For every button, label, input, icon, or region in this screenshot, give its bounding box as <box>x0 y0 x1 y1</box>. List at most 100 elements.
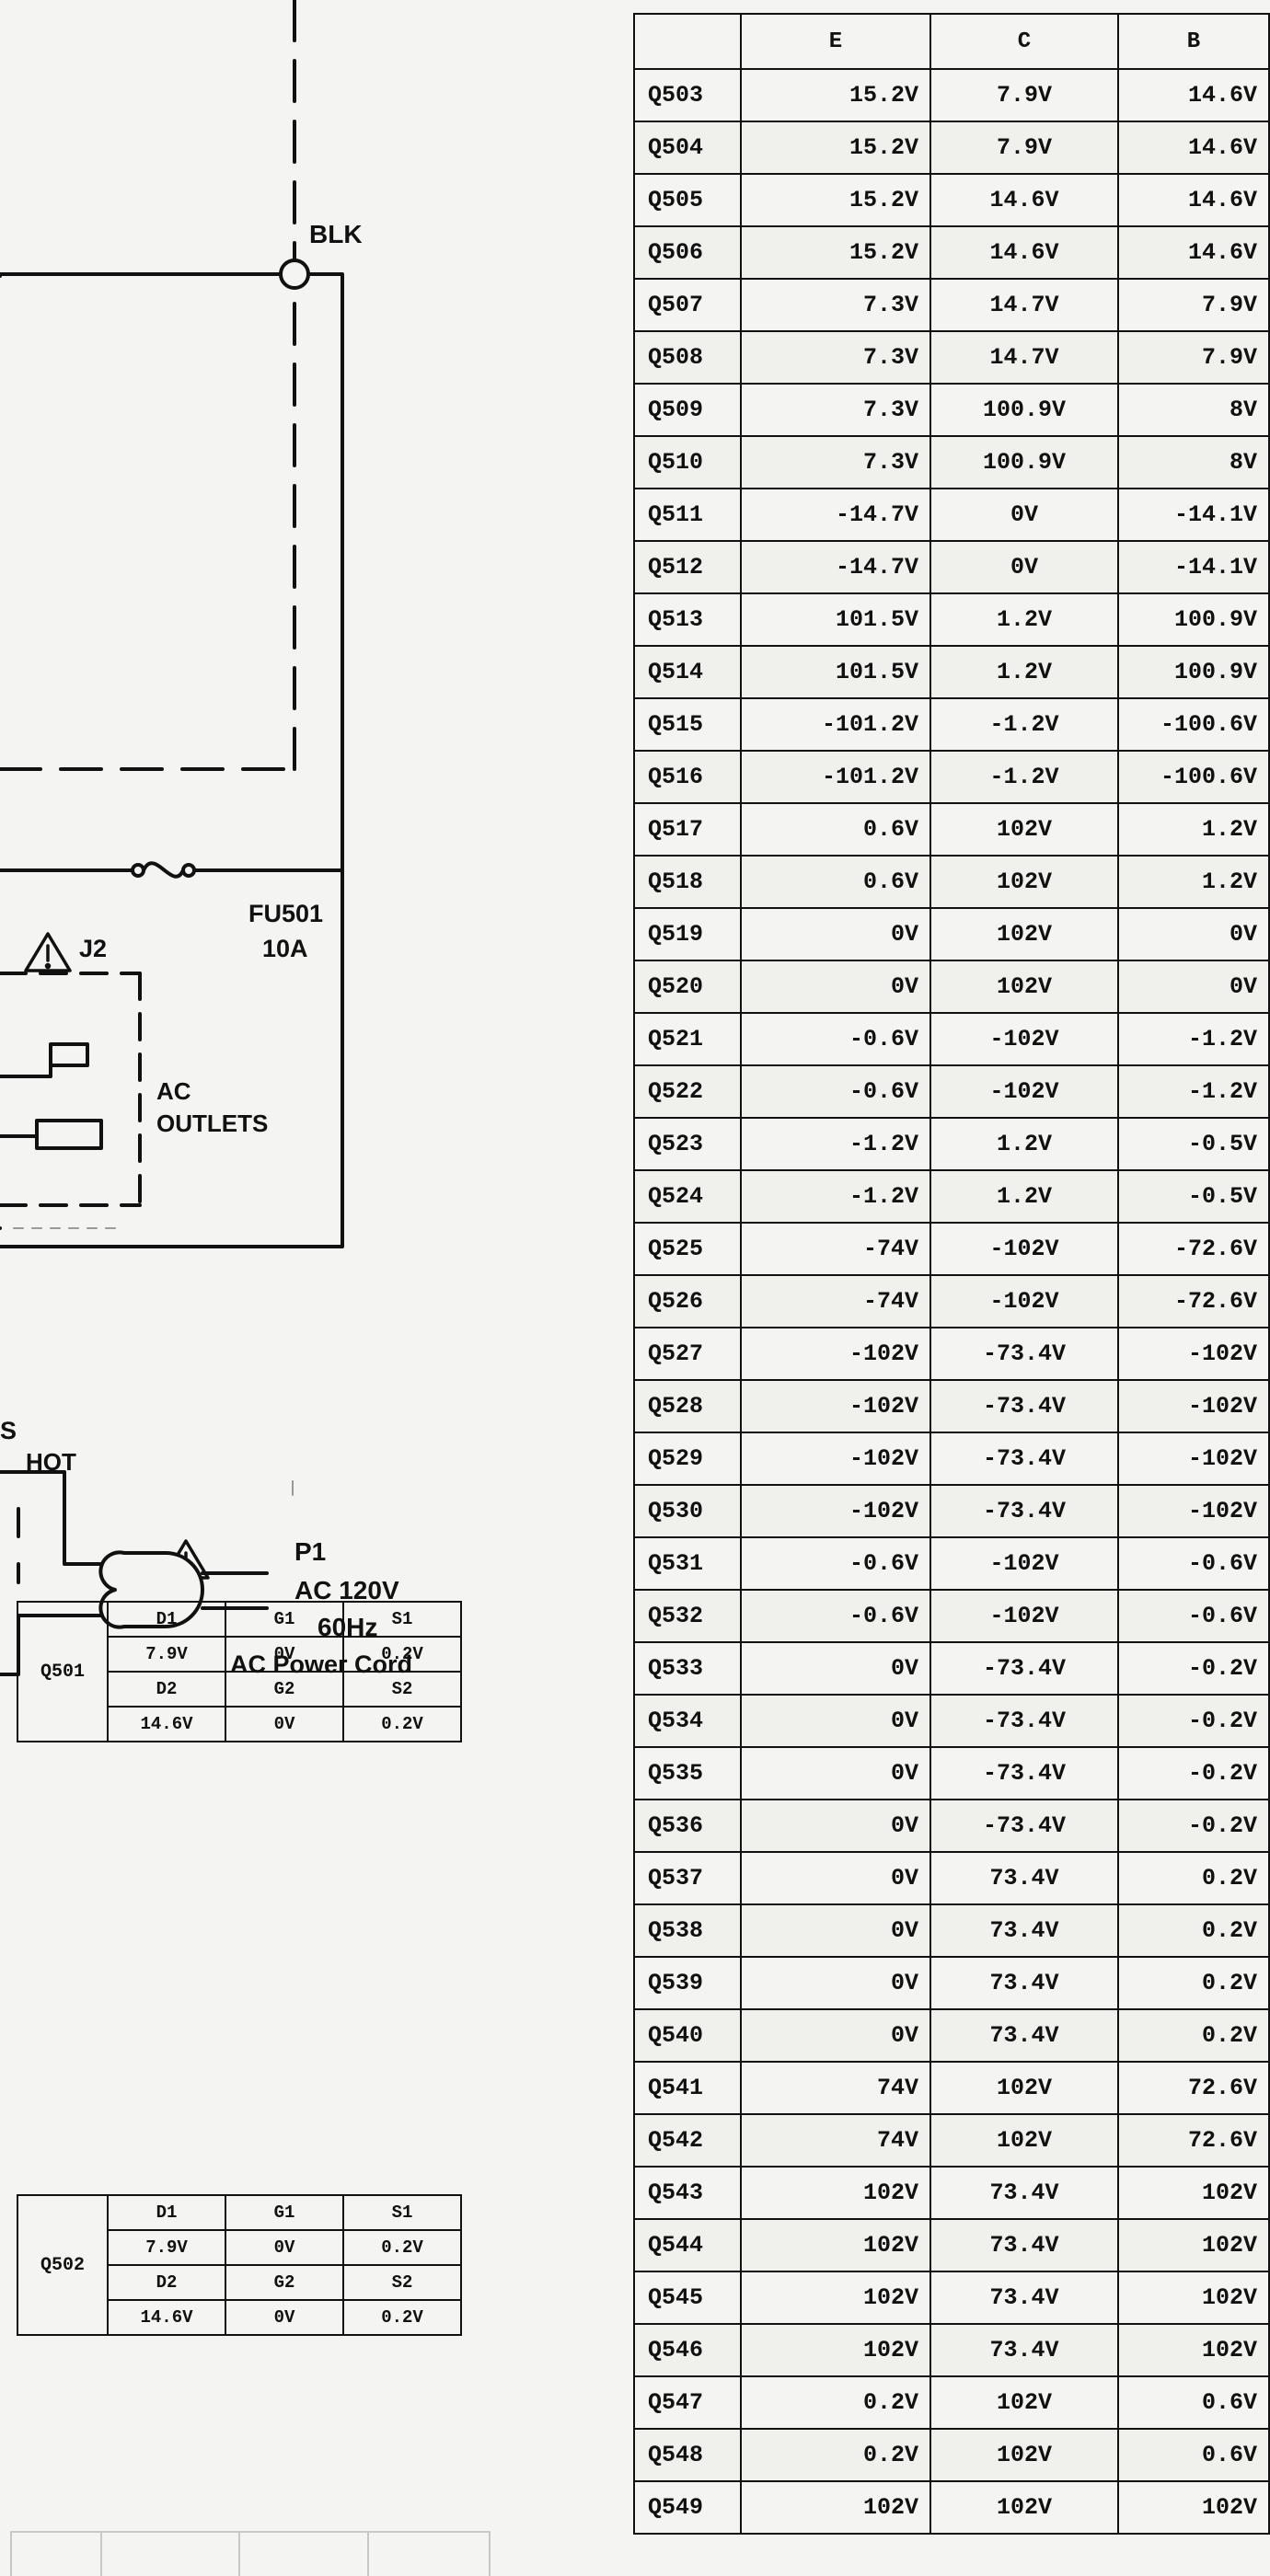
emitter-voltage: 101.5V <box>740 645 931 699</box>
table-cell: S2 <box>342 1671 462 1708</box>
base-voltage: 14.6V <box>1117 68 1270 122</box>
base-voltage: 0V <box>1117 960 1270 1014</box>
collector-voltage: 1.2V <box>929 1117 1119 1171</box>
emitter-voltage: -74V <box>740 1222 931 1276</box>
base-voltage: -0.2V <box>1117 1641 1270 1696</box>
table-cell: D2 <box>107 2264 226 2301</box>
base-voltage: -1.2V <box>1117 1012 1270 1066</box>
power-schematic: BLK FU501 10A J2 AC OUTLETS S HOT P1 AC … <box>0 0 491 2576</box>
base-voltage: 100.9V <box>1117 592 1270 647</box>
base-voltage: -0.5V <box>1117 1169 1270 1224</box>
emitter-voltage: -74V <box>740 1274 931 1328</box>
collector-voltage: 14.6V <box>929 173 1119 227</box>
base-voltage: -102V <box>1117 1432 1270 1486</box>
transistor-ref: Q503 <box>633 68 742 122</box>
transistor-ref: Q537 <box>633 1851 742 1905</box>
transistor-ref: Q528 <box>633 1379 742 1433</box>
table-cell: 0.2V <box>342 1706 462 1742</box>
base-voltage: 0.2V <box>1117 2008 1270 2063</box>
table-row: Q501 D1 G1 S1 <box>17 1601 462 1742</box>
collector-voltage: 73.4V <box>929 2218 1119 2272</box>
emitter-voltage: 0V <box>740 1851 931 1905</box>
faded-table-remnant <box>10 2531 491 2576</box>
transistor-ref: Q538 <box>633 1903 742 1958</box>
table-row: Q515-101.2V-1.2V-100.6V <box>633 697 1270 752</box>
transistor-ref: Q548 <box>633 2428 742 2482</box>
header-collector: C <box>929 13 1119 70</box>
collector-voltage: -102V <box>929 1274 1119 1328</box>
emitter-voltage: 0V <box>740 1746 931 1800</box>
header-base: B <box>1117 13 1270 70</box>
table-cell: 0.2V <box>342 1636 462 1673</box>
emitter-voltage: 7.3V <box>740 330 931 385</box>
base-voltage: -102V <box>1117 1379 1270 1433</box>
base-voltage: 102V <box>1117 2218 1270 2272</box>
collector-voltage: 73.4V <box>929 1903 1119 1958</box>
transistor-ref: Q504 <box>633 121 742 175</box>
emitter-voltage: 15.2V <box>740 68 931 122</box>
base-voltage: 8V <box>1117 383 1270 437</box>
fet-table-q502: Q502 D1 G1 S1 7.9V 0V 0.2V D2 G2 S2 14.6… <box>17 2194 462 2336</box>
collector-voltage: 73.4V <box>929 1851 1119 1905</box>
table-cell: G2 <box>225 2264 344 2301</box>
collector-voltage: 102V <box>929 2480 1119 2535</box>
collector-voltage: 100.9V <box>929 435 1119 489</box>
transistor-ref: Q525 <box>633 1222 742 1276</box>
table-cell: 7.9V <box>107 2229 226 2266</box>
collector-voltage: -73.4V <box>929 1694 1119 1748</box>
emitter-voltage: -1.2V <box>740 1117 931 1171</box>
collector-voltage: 102V <box>929 2061 1119 2115</box>
table-row: Q531-0.6V-102V-0.6V <box>633 1536 1270 1591</box>
table-row: D2 G2 S2 <box>17 2264 462 2301</box>
transistor-ref: Q520 <box>633 960 742 1014</box>
collector-voltage: -73.4V <box>929 1432 1119 1486</box>
collector-voltage: -73.4V <box>929 1746 1119 1800</box>
collector-voltage: 102V <box>929 960 1119 1014</box>
emitter-voltage: -14.7V <box>740 488 931 542</box>
collector-voltage: 102V <box>929 2113 1119 2168</box>
transistor-ref: Q547 <box>633 2375 742 2430</box>
table-row: D2 G2 S2 <box>17 1671 462 1708</box>
transistor-ref: Q507 <box>633 278 742 332</box>
transistor-ref: Q517 <box>633 802 742 857</box>
emitter-voltage: 102V <box>740 2218 931 2272</box>
transistor-ref: Q509 <box>633 383 742 437</box>
transistor-ref: Q514 <box>633 645 742 699</box>
base-voltage: -0.6V <box>1117 1536 1270 1591</box>
collector-voltage: 100.9V <box>929 383 1119 437</box>
table-row: Q525-74V-102V-72.6V <box>633 1222 1270 1276</box>
fet-table-q501: Q501 D1 G1 S1 7.9V 0V 0.2V D2 G2 S2 14.6… <box>17 1601 462 1742</box>
collector-voltage: 102V <box>929 802 1119 857</box>
table-row: Q527-102V-73.4V-102V <box>633 1327 1270 1381</box>
emitter-voltage: 102V <box>740 2480 931 2535</box>
collector-voltage: -102V <box>929 1589 1119 1643</box>
base-voltage: -1.2V <box>1117 1064 1270 1119</box>
base-voltage: 7.9V <box>1117 330 1270 385</box>
base-voltage: -0.5V <box>1117 1117 1270 1171</box>
emitter-voltage: -1.2V <box>740 1169 931 1224</box>
base-voltage: -72.6V <box>1117 1222 1270 1276</box>
fuse-fu501 <box>0 861 196 879</box>
warning-icon <box>24 932 72 972</box>
collector-voltage: 102V <box>929 855 1119 909</box>
collector-voltage: 7.9V <box>929 68 1119 122</box>
transistor-ref: Q516 <box>633 750 742 804</box>
transistor-ref: Q522 <box>633 1064 742 1119</box>
emitter-voltage: -102V <box>740 1484 931 1538</box>
table-row: Q529-102V-73.4V-102V <box>633 1432 1270 1486</box>
emitter-voltage: -0.6V <box>740 1536 931 1591</box>
base-voltage: 7.9V <box>1117 278 1270 332</box>
table-row: 7.9V 0V 0.2V <box>17 1636 462 1673</box>
